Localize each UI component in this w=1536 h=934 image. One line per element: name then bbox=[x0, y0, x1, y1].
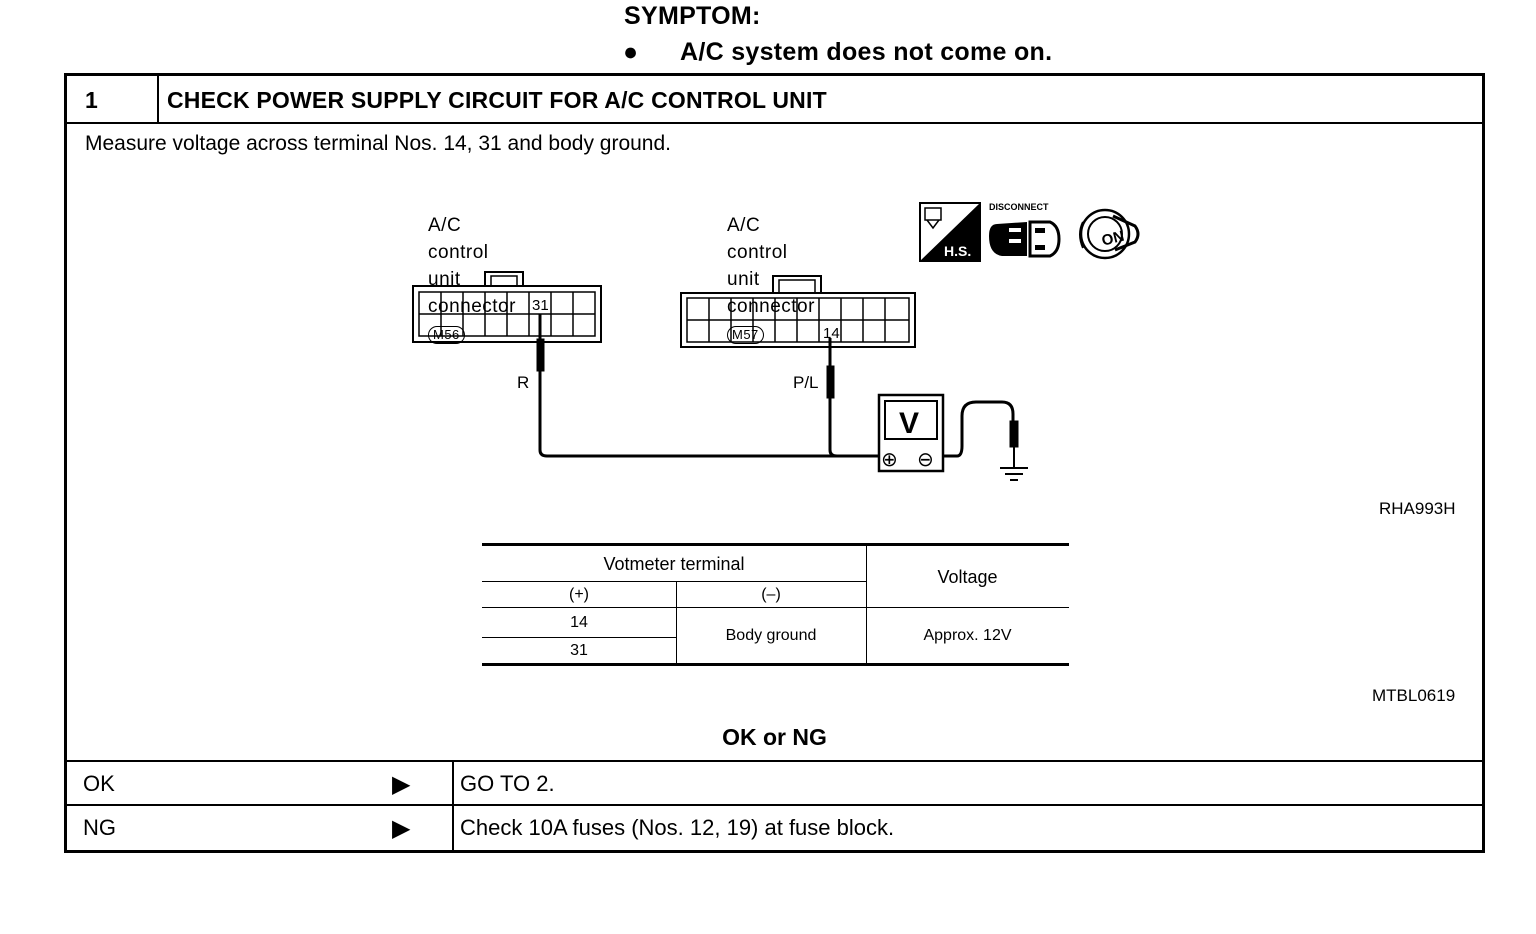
table-body-ground: Body ground bbox=[725, 627, 817, 644]
ignition-on-label: ON bbox=[1100, 228, 1126, 250]
table-rule-bottom bbox=[482, 663, 1069, 666]
connector-m57-label-line1: A/C control unit bbox=[727, 215, 788, 290]
connector-m57-label: A/C control unit connector M57 bbox=[727, 212, 815, 347]
table-voltage-value: Approx. 12V bbox=[923, 627, 1012, 644]
result-divider bbox=[452, 806, 454, 850]
result-divider bbox=[452, 762, 454, 806]
table-rule-group bbox=[482, 581, 866, 582]
terminal-14-label: 14 bbox=[823, 325, 840, 342]
table-reference-code: MTBL0619 bbox=[1372, 686, 1456, 705]
connector-m56-label-line1: A/C control unit bbox=[428, 215, 489, 290]
symptom-text: A/C system does not come on. bbox=[680, 38, 1053, 66]
table-minus-header: (–) bbox=[761, 586, 781, 603]
ignition-on-icon: ON bbox=[1079, 208, 1140, 260]
voltmeter-plus: ⊕ bbox=[881, 447, 898, 471]
result-row-ok: OK ▶ GO TO 2. bbox=[67, 760, 1482, 806]
voltmeter-symbol: V bbox=[899, 407, 919, 440]
connector-m56-word: connector bbox=[428, 296, 516, 317]
arrow-icon: ▶ bbox=[392, 815, 411, 842]
voltage-table: Votmeter terminal Voltage (+) (–) 14 31 … bbox=[482, 543, 1069, 667]
symptom-bullet: ● bbox=[623, 38, 639, 66]
table-rule-top bbox=[482, 543, 1069, 546]
result-label-ok: OK bbox=[83, 771, 115, 796]
probe-wires bbox=[536, 314, 1028, 481]
connector-m57 bbox=[680, 275, 916, 348]
table-row-31: 31 bbox=[570, 642, 588, 659]
table-divider-minus bbox=[676, 581, 677, 665]
result-action-ok: GO TO 2. bbox=[460, 771, 555, 796]
table-group-header: Votmeter terminal bbox=[603, 554, 745, 574]
terminal-31-label: 31 bbox=[532, 297, 549, 314]
table-voltage-header: Voltage bbox=[937, 567, 998, 587]
diagram-reference-code: RHA993H bbox=[1379, 499, 1456, 518]
connector-m56-label: A/C control unit connector M56 bbox=[428, 212, 516, 347]
table-divider-voltage bbox=[866, 543, 867, 665]
step-number: 1 bbox=[85, 87, 98, 113]
result-label-ng: NG bbox=[83, 815, 116, 840]
table-rule-header bbox=[482, 607, 1069, 608]
connector-m57-label-line2: connector M57 bbox=[727, 293, 815, 347]
voltmeter-icon: V ⊕ ⊖ bbox=[877, 393, 945, 473]
diagram-drawing: 31 14 bbox=[412, 202, 1140, 481]
hs-icon-label: H.S. bbox=[944, 243, 971, 259]
connector-m57-word: connector bbox=[727, 296, 815, 317]
symptom-title: SYMPTOM: bbox=[624, 2, 761, 30]
table-rule-row bbox=[482, 637, 676, 638]
connector-m57-id: M57 bbox=[727, 326, 764, 344]
wire-color-pl: P/L bbox=[793, 373, 819, 392]
step-title: CHECK POWER SUPPLY CIRCUIT FOR A/C CONTR… bbox=[167, 87, 827, 113]
step-instruction: Measure voltage across terminal Nos. 14,… bbox=[85, 132, 672, 155]
arrow-icon: ▶ bbox=[392, 771, 411, 798]
table-plus-header: (+) bbox=[569, 586, 589, 603]
disconnect-icon: DISCONNECT bbox=[989, 202, 1061, 258]
result-action-ng: Check 10A fuses (Nos. 12, 19) at fuse bl… bbox=[460, 815, 895, 840]
connector-m56-label-line2: connector M56 bbox=[428, 293, 516, 347]
step-number-cell: 1 bbox=[67, 76, 159, 122]
disconnect-icon-label: DISCONNECT bbox=[989, 202, 1049, 212]
result-row-ng: NG ▶ Check 10A fuses (Nos. 12, 19) at fu… bbox=[67, 804, 1482, 850]
voltmeter-minus: ⊖ bbox=[917, 447, 934, 471]
hs-icon: H.S. bbox=[919, 202, 981, 262]
connector-m56 bbox=[412, 271, 602, 343]
result-heading: OK or NG bbox=[722, 724, 827, 750]
procedure-table: 1 CHECK POWER SUPPLY CIRCUIT FOR A/C CON… bbox=[64, 73, 1485, 853]
wire-color-r: R bbox=[517, 373, 530, 392]
connector-m56-id: M56 bbox=[428, 326, 465, 344]
step-header: 1 CHECK POWER SUPPLY CIRCUIT FOR A/C CON… bbox=[67, 76, 1482, 124]
table-row-14: 14 bbox=[570, 614, 588, 631]
